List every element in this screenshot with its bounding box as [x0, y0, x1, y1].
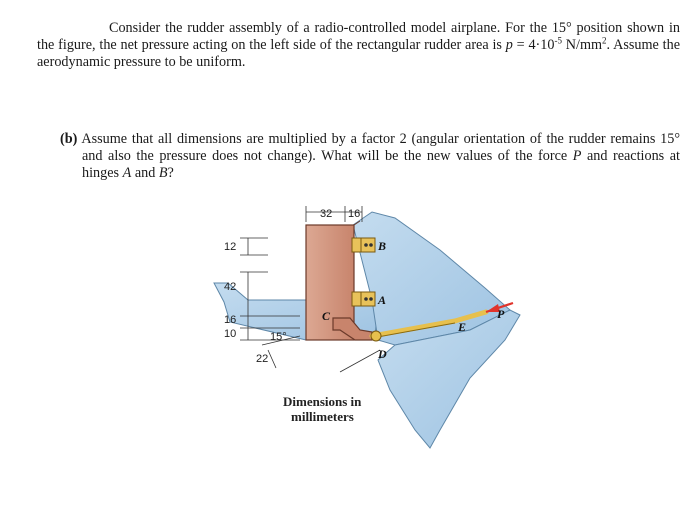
hinge-b	[351, 237, 376, 253]
label-c: C	[322, 309, 331, 323]
dim-22: 22	[256, 353, 268, 365]
hinge-b-symbol: B	[158, 165, 168, 181]
pressure-unit: N/mm	[561, 37, 603, 53]
label-a: A	[377, 293, 386, 307]
part-b-text-2: and reactions at hinges	[82, 148, 680, 181]
dim-12: 12	[224, 241, 236, 253]
force-symbol: P	[572, 148, 582, 164]
intro-assumption: . Assume the aerodynamic pressure to be …	[37, 37, 680, 70]
part-b-and: and	[131, 165, 159, 181]
label-b: B	[377, 239, 386, 253]
label-d: D	[377, 347, 387, 361]
dimension-lines	[240, 206, 381, 373]
dim-42: 42	[224, 281, 236, 293]
dim-16-left: 16	[224, 314, 236, 326]
unit-exponent: 2	[602, 35, 607, 46]
push-rod	[369, 309, 489, 339]
rod-end-d	[370, 330, 382, 342]
right-stabilizer	[377, 309, 521, 449]
part-b-text: Assume that all dimensions are multiplie…	[81, 131, 681, 164]
intro-paragraph: Consider the rudder assembly of a radio-…	[37, 20, 680, 71]
caption-line-2: millimeters	[291, 409, 354, 424]
force-arrowhead	[486, 304, 500, 312]
dim-32: 32	[320, 208, 332, 220]
pressure-value: = 4·10	[512, 37, 555, 53]
dim-angle-15: 15°	[270, 331, 287, 343]
control-horn	[332, 317, 373, 341]
caption-line-1: Dimensions in	[283, 394, 362, 409]
part-b-label: (b)	[60, 131, 78, 147]
dim-10: 10	[224, 328, 236, 340]
rudder	[305, 224, 355, 341]
label-p: P	[497, 307, 505, 321]
hinge-a-symbol: A	[122, 165, 132, 181]
part-b-question-mark: ?	[167, 165, 174, 181]
part-b-paragraph: (b) Assume that all dimensions are multi…	[60, 131, 680, 182]
pressure-symbol: p	[505, 37, 513, 53]
intro-text: Consider the rudder assembly of a radio-…	[37, 20, 680, 53]
dim-16-top: 16	[348, 208, 360, 220]
pressure-exponent: -5	[554, 35, 562, 46]
label-e: E	[457, 320, 466, 334]
hinge-a	[351, 291, 376, 307]
problem-intro: Consider the rudder assembly of a radio-…	[37, 20, 680, 71]
part-b-question: (b) Assume that all dimensions are multi…	[60, 131, 680, 182]
